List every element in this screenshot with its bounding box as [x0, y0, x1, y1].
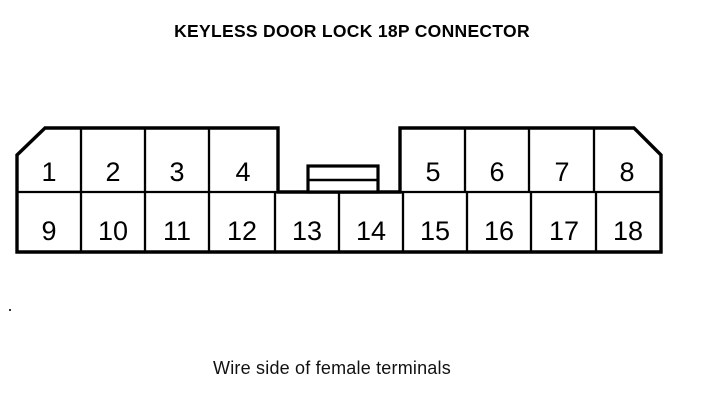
pin-label-18: 18 — [613, 216, 643, 246]
pin-label-3: 3 — [169, 157, 184, 187]
pin-label-1: 1 — [41, 157, 56, 187]
pin-label-15: 15 — [420, 216, 450, 246]
pin-label-13: 13 — [292, 216, 322, 246]
pin-label-14: 14 — [356, 216, 386, 246]
pin-label-4: 4 — [235, 157, 250, 187]
pin-label-17: 17 — [549, 216, 579, 246]
pin-label-6: 6 — [489, 157, 504, 187]
pin-label-10: 10 — [98, 216, 128, 246]
pin-label-11: 11 — [163, 216, 191, 246]
pin-label-8: 8 — [619, 157, 634, 187]
figure-caption: Wire side of female terminals — [213, 358, 451, 378]
pin-label-9: 9 — [41, 216, 56, 246]
pin-label-16: 16 — [484, 216, 514, 246]
pin-label-5: 5 — [425, 157, 440, 187]
connector-shell-outline — [15, 126, 663, 254]
page-title: KEYLESS DOOR LOCK 18P CONNECTOR — [174, 21, 530, 41]
pin-label-7: 7 — [554, 157, 569, 187]
pin-label-2: 2 — [105, 157, 120, 187]
scan-speck — [9, 309, 11, 311]
pin-label-12: 12 — [227, 216, 257, 246]
